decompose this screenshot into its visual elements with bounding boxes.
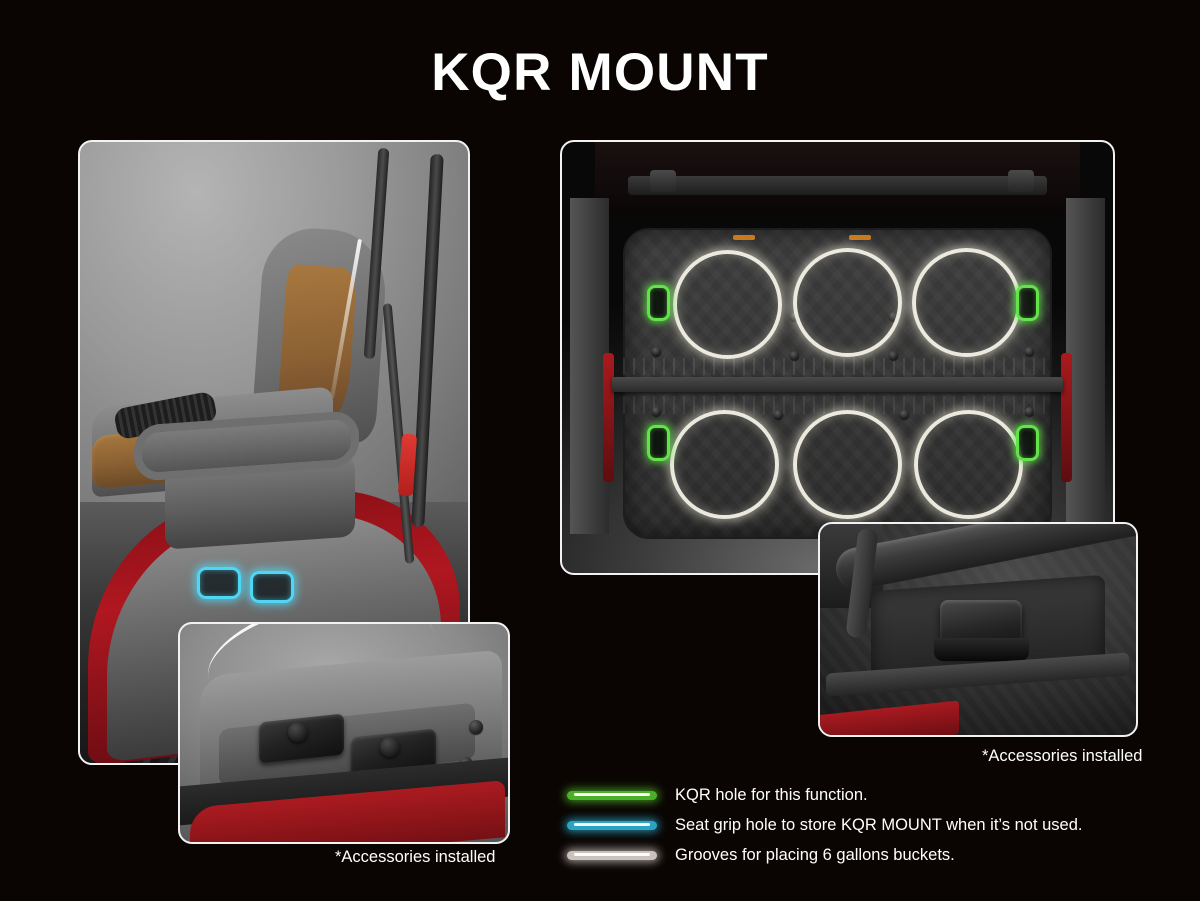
latch-bolt: [468, 719, 483, 734]
legend-label: KQR hole for this function.: [675, 785, 868, 804]
seat-latch-inset-image: [178, 622, 510, 844]
red-body-strip: [820, 699, 960, 735]
seat-grip-hole-highlight-1: [197, 567, 241, 599]
kqr-hole-highlight-top-right: [1016, 285, 1039, 321]
legend-item-seat-grip-hole: Seat grip hole to store KQR MOUNT when i…: [567, 810, 1127, 840]
tray-center-divider: [611, 376, 1064, 393]
bucket-groove-circle: [793, 248, 902, 357]
page-title: KQR MOUNT: [431, 43, 769, 102]
cargo-bed-hinge-left: [650, 170, 677, 192]
footnote-left: *Accessories installed: [335, 848, 496, 866]
kqr-latch-knob-right: [380, 737, 401, 758]
cargo-bed-panel-image: [560, 140, 1115, 575]
cargo-bed-red-trim-right: [1060, 353, 1072, 483]
tray-bolt: [774, 410, 783, 419]
tray-bolt: [1025, 347, 1034, 356]
legend-label: Seat grip hole to store KQR MOUNT when i…: [675, 815, 1083, 834]
legend-swatch-green: [567, 790, 657, 800]
tray-bolt: [652, 407, 661, 416]
tray-bolt: [889, 351, 898, 360]
bucket-groove-circle: [793, 410, 902, 519]
tray-bolt: [900, 410, 909, 419]
legend-swatch-white: [567, 850, 657, 860]
kqr-hole-highlight-bottom-right: [1016, 425, 1039, 461]
tray-bolt: [1025, 407, 1034, 416]
legend-item-grooves: Grooves for placing 6 gallons buckets.: [567, 840, 1127, 870]
legend-label: Grooves for placing 6 gallons buckets.: [675, 845, 955, 864]
kqr-clamp-lip: [933, 637, 1029, 662]
seat-grip-hole-highlight-2: [250, 571, 294, 603]
kqr-hole-highlight-top-left: [647, 285, 670, 321]
legend-item-kqr-hole: KQR hole for this function.: [567, 780, 1127, 810]
cargo-bed-hinge-right: [1008, 170, 1035, 192]
footnote-right: *Accessories installed: [982, 747, 1143, 765]
cargo-bed-side-wall-right: [1066, 198, 1105, 535]
tray-bolt: [790, 351, 799, 360]
bucket-groove-circle: [912, 248, 1021, 357]
amber-marker-right: [848, 234, 871, 240]
amber-marker-left: [732, 234, 755, 240]
legend-swatch-blue: [567, 820, 657, 830]
kqr-hole-highlight-bottom-left: [647, 425, 670, 461]
bucket-groove-circle: [914, 410, 1023, 519]
cargo-bed-cross-bar: [628, 176, 1047, 195]
tray-ridge-row-upper: [622, 357, 1053, 375]
cargo-bed-side-wall-left: [570, 198, 609, 535]
roll-bar-rail-b: [411, 154, 445, 528]
bucket-groove-circle: [673, 250, 782, 359]
bucket-groove-circle: [670, 410, 779, 519]
legend: KQR hole for this function. Seat grip ho…: [567, 780, 1127, 870]
tray-ridge-row-lower: [622, 396, 1053, 414]
bed-latch-inset-image: [818, 522, 1138, 737]
cargo-bed-red-trim-left: [603, 353, 615, 483]
tray-bolt: [652, 347, 661, 356]
kqr-latch-knob-left: [288, 722, 309, 743]
